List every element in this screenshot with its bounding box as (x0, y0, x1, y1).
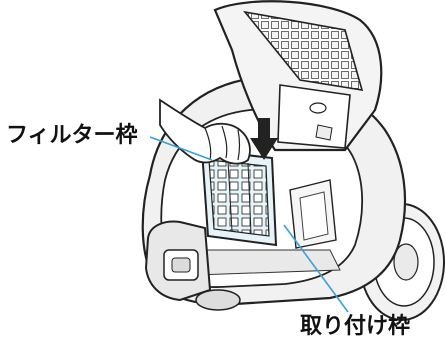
mounting-frame-label: 取り付け枠 (300, 314, 411, 339)
down-arrow-icon (250, 118, 278, 160)
filter-frame (200, 148, 278, 247)
filter-frame-leader (149, 136, 213, 161)
filter-frame-label: フィルター枠 (6, 123, 138, 148)
hand (159, 98, 251, 165)
open-lid (213, 0, 383, 152)
mounting-frame-leader (283, 224, 349, 313)
